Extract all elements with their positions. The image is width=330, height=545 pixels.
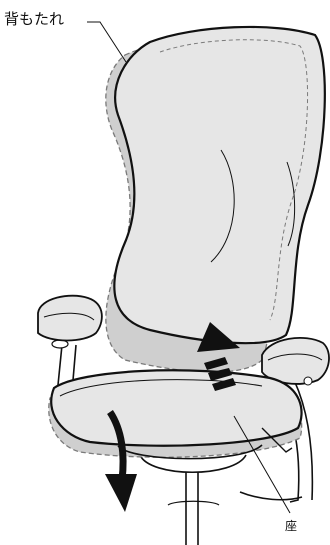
seat-label: 座 bbox=[285, 520, 297, 532]
backrest-label: 背もたれ bbox=[4, 12, 64, 27]
backrest bbox=[114, 27, 325, 343]
backrest-leader-line bbox=[87, 22, 126, 62]
chair-base bbox=[140, 455, 246, 545]
